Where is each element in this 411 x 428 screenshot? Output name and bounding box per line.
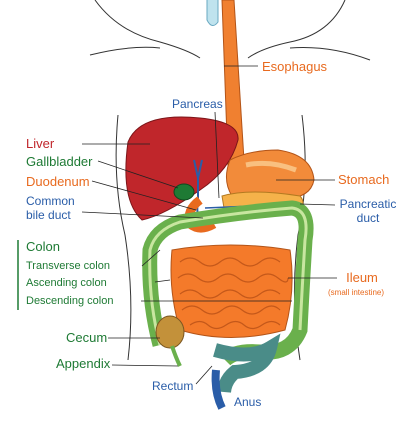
- label-liver: Liver: [26, 136, 55, 151]
- rectum-shape: [213, 333, 281, 393]
- gallbladder-shape: [173, 183, 195, 201]
- cecum-shape: [155, 315, 185, 349]
- label-colon: Colon: [26, 239, 60, 254]
- small-intestine-folds: [177, 257, 289, 330]
- label-ileum: Ileum: [346, 270, 378, 285]
- label-esophagus: Esophagus: [262, 59, 328, 74]
- label-common-bile-duct-line2: bile duct: [26, 208, 71, 222]
- label-pancreatic-duct-line2: duct: [356, 211, 380, 225]
- small-intestine-shape: [170, 244, 293, 338]
- label-duodenum: Duodenum: [26, 174, 90, 189]
- left-shoulder: [89, 46, 161, 56]
- label-appendix: Appendix: [56, 356, 111, 371]
- appendix-shape: [170, 345, 182, 367]
- label-cecum: Cecum: [66, 330, 108, 345]
- leader-lines: [81, 65, 337, 385]
- colon-stripe: [148, 206, 308, 346]
- label-pancreatic-duct-line1: Pancreatic: [339, 197, 397, 211]
- left-torso: [115, 114, 132, 361]
- label-rectum: Rectum: [152, 379, 194, 393]
- label-ileum-note: (small intestine): [328, 288, 385, 297]
- label-transverse-colon: Transverse colon: [26, 260, 110, 272]
- label-pancreas: Pancreas: [172, 97, 223, 111]
- body-outline: [94, 0, 346, 59]
- label-stomach: Stomach: [338, 172, 390, 187]
- right-shoulder: [289, 47, 371, 61]
- stomach-inner: [245, 160, 297, 173]
- label-common-bile-duct-line1: Common: [26, 194, 75, 208]
- throat-tube: [206, 0, 219, 26]
- liver-shape: [125, 116, 239, 221]
- label-ascending-colon: Ascending colon: [26, 277, 107, 289]
- label-gallbladder: Gallbladder: [26, 154, 93, 169]
- anus-shape: [211, 369, 226, 410]
- label-descending-colon: Descending colon: [26, 295, 114, 307]
- stomach-shape: [226, 149, 315, 200]
- label-anus: Anus: [234, 395, 262, 409]
